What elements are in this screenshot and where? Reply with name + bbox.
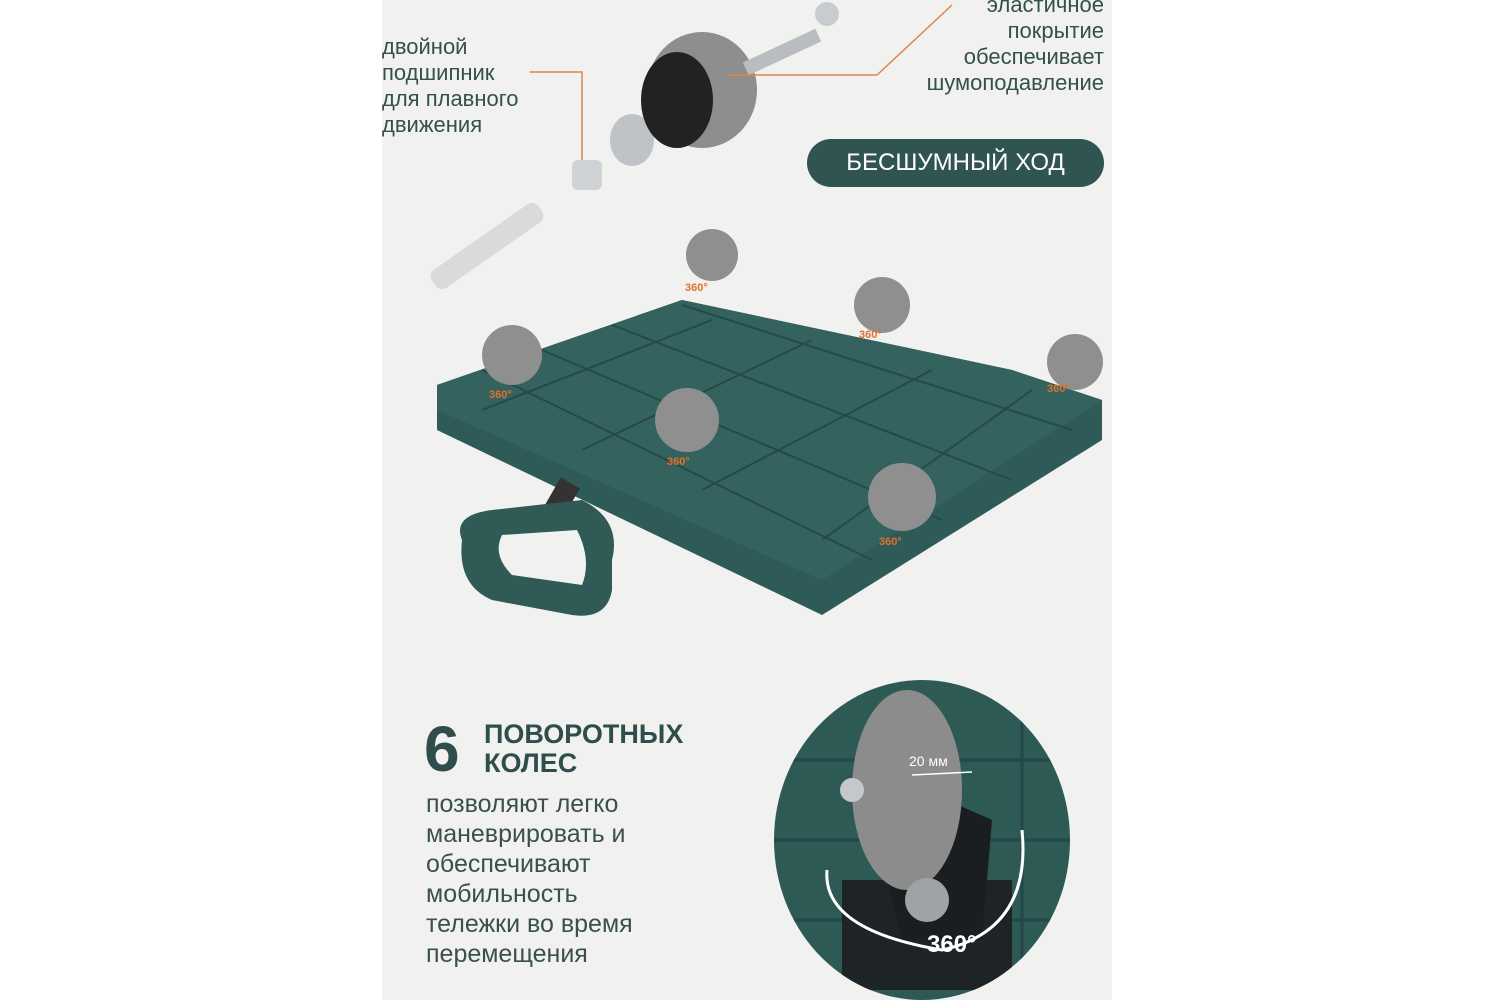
product-infographic: 360° 360° 360° 360° 360° 360° 20 мм 360° — [382, 0, 1112, 1000]
wheel-rotation-label: 360° — [667, 456, 690, 468]
rotation-angle-label: 360° — [927, 931, 977, 958]
wheel-count: 6 — [424, 713, 460, 785]
exploded-wheel-illustration — [430, 2, 953, 290]
wheel-rotation-label: 360° — [859, 329, 882, 341]
silent-run-badge: БЕСШУМНЫЙ ХОД — [807, 139, 1104, 187]
wheel-rotation-label: 360° — [879, 536, 902, 548]
wheel-width-label: 20 мм — [909, 753, 948, 769]
wheel-rotation-label: 360° — [685, 282, 708, 294]
wheel-rotation-label: 360° — [1047, 383, 1070, 395]
wheel-rotation-label: 360° — [489, 389, 512, 401]
product-illustration: 360° 360° 360° 360° 360° 360° 20 мм 360° — [430, 2, 1103, 1000]
cart-illustration — [437, 229, 1103, 616]
bearing-callout: двойной подшипник для плавного движения — [382, 34, 519, 137]
coating-callout: эластичное покрытие обеспечивает шумопод… — [926, 0, 1104, 95]
closeup-wheel-photo — [774, 680, 1070, 1000]
feature-description: позволяют легко маневрировать и обеспечи… — [426, 790, 633, 968]
feature-title: ПОВОРОТНЫХ КОЛЕС — [484, 719, 684, 778]
